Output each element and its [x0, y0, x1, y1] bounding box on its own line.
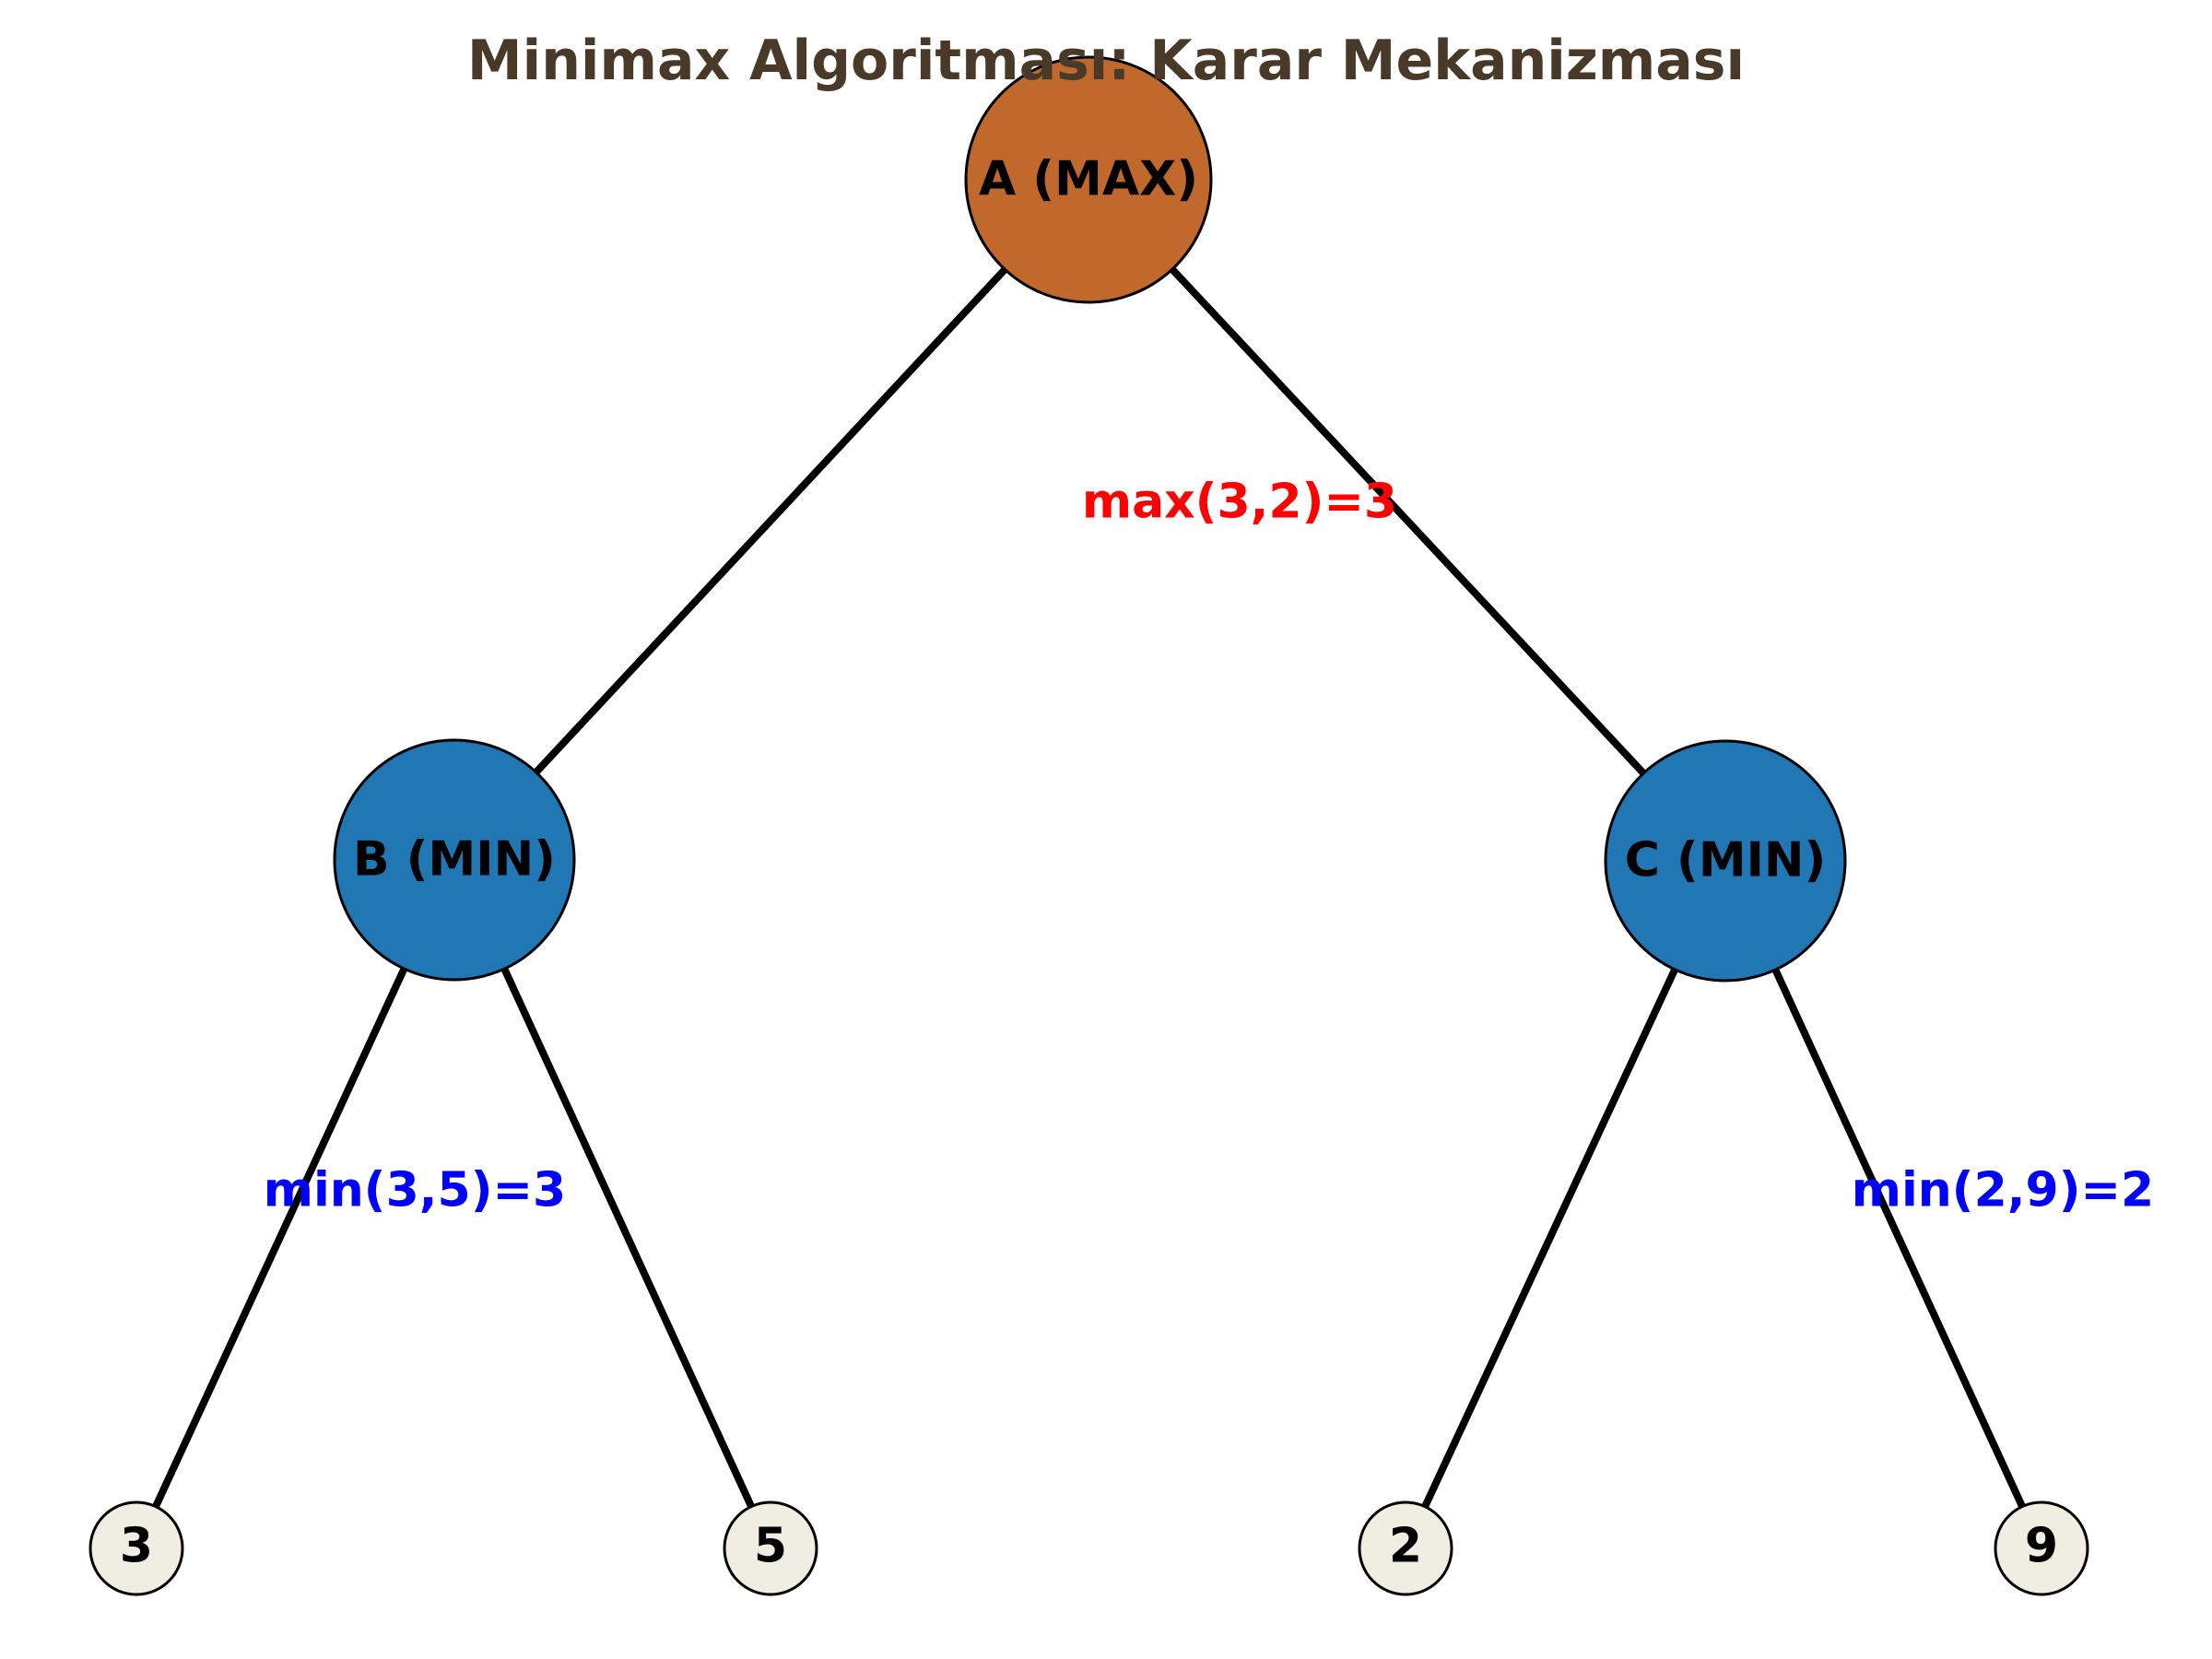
node-c-circle: [1604, 739, 1847, 982]
edge-label-min-left: min(3,5)=3: [263, 1162, 567, 1218]
figure-title: Minimax Algoritması: Karar Mekanizması: [466, 29, 1746, 93]
edge-b-leaf5: [451, 856, 774, 1552]
leaf-9-label: 9: [2024, 1518, 2059, 1574]
edge-label-min-right: min(2,9)=2: [1851, 1162, 2155, 1218]
edge-c-leaf9: [1722, 857, 2045, 1552]
leaf-3-circle: [88, 1500, 184, 1596]
edge-a-b: [451, 176, 1092, 864]
edge-b-leaf3: [133, 856, 458, 1552]
edge-a-c: [1085, 176, 1729, 865]
edge-label-max-result: max(3,2)=3: [1081, 474, 1398, 530]
node-a-circle: [964, 55, 1213, 304]
node-c-label: C (MIN): [1624, 832, 1827, 888]
leaf-5-label: 5: [753, 1518, 788, 1574]
node-b-label: B (MIN): [353, 831, 556, 888]
node-b-circle: [333, 738, 576, 982]
edge-c-leaf2: [1402, 857, 1729, 1552]
leaf-3-label: 3: [119, 1518, 154, 1574]
leaf-5-circle: [723, 1500, 818, 1596]
leaf-2-circle: [1358, 1500, 1453, 1596]
node-a-label: A (MAX): [979, 151, 1198, 207]
leaf-2-label: 2: [1388, 1518, 1423, 1574]
leaf-9-circle: [1994, 1500, 2089, 1596]
